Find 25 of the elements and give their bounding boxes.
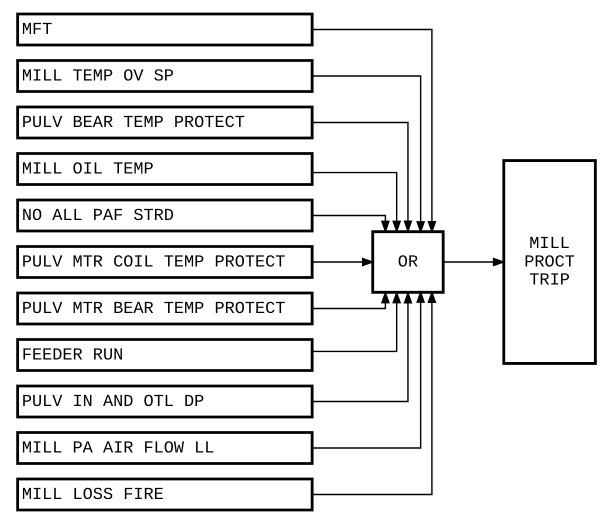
arrow: [312, 258, 374, 266]
arrow: [442, 258, 506, 266]
arrow: [312, 172, 401, 234]
node-box: MILL PA AIR FLOW LL: [16, 431, 314, 465]
node-box: MILL LOSS FIRE: [16, 478, 314, 512]
node-box: PULV BEAR TEMP PROTECT: [16, 106, 314, 140]
arrow: [312, 290, 412, 402]
arrow: [312, 290, 436, 496]
node-box: MILL PROCT TRIP: [502, 159, 596, 365]
arrow: [312, 28, 436, 234]
arrow: [312, 214, 390, 234]
node-box: PULV IN AND OTL DP: [16, 384, 314, 418]
arrow: [312, 290, 401, 352]
node-box: NO ALL PAF STRD: [16, 198, 314, 232]
node-box: PULV MTR COIL TEMP PROTECT: [16, 245, 314, 279]
arrow: [312, 290, 390, 310]
node-box: PULV MTR BEAR TEMP PROTECT: [16, 292, 314, 326]
arrow: [312, 290, 425, 449]
arrow: [312, 75, 425, 234]
node-box: MILL OIL TEMP: [16, 152, 314, 186]
node-box: FEEDER RUN: [16, 338, 314, 372]
arrow: [312, 122, 412, 234]
node-box: OR: [370, 230, 444, 294]
node-box: MFT: [16, 12, 314, 46]
node-box: MILL TEMP OV SP: [16, 59, 314, 93]
